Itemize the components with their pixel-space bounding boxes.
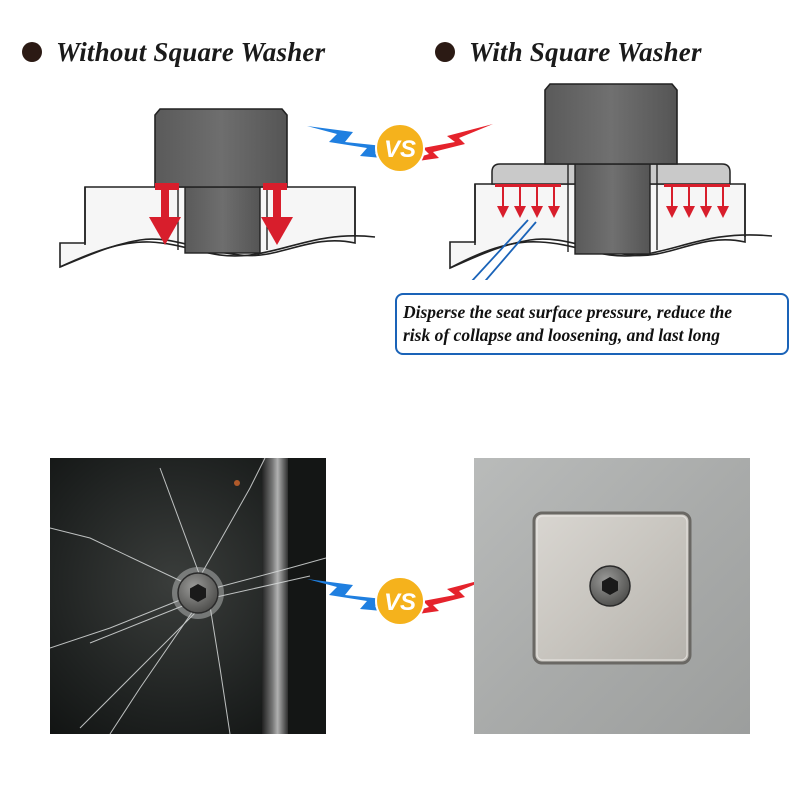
callout-pointer — [471, 219, 537, 280]
callout-box: Disperse the seat surface pressure, redu… — [395, 293, 789, 355]
bullet-dot-icon — [435, 42, 455, 62]
down-arrow-icon — [495, 184, 561, 218]
diagram-with-washer — [449, 83, 773, 280]
diagram-without-washer — [59, 108, 376, 269]
callout-line-2: risk of collapse and loosening, and last… — [403, 325, 720, 345]
down-arrow-icon — [664, 184, 730, 218]
hex-socket-icon — [602, 577, 618, 595]
lightning-bolt-icon — [397, 124, 493, 164]
bolt-head — [544, 83, 678, 165]
vs-badge-bottom: VS — [307, 576, 493, 626]
heading-without-washer: Without Square Washer — [22, 34, 325, 70]
photo-cracked-glass — [50, 458, 326, 734]
lightning-bolt-icon — [397, 577, 493, 617]
heading-text: Without Square Washer — [56, 36, 326, 67]
heading-text: With Square Washer — [469, 36, 702, 67]
vs-badge-top: VS — [307, 123, 493, 173]
bolt-shaft — [184, 186, 261, 254]
vs-label: VS — [384, 589, 416, 616]
vs-label: VS — [384, 136, 416, 163]
bolt-shaft — [574, 163, 651, 255]
glass-cracks — [50, 458, 326, 734]
vs-badge-icon — [375, 123, 425, 173]
bullet-dot-icon — [22, 42, 42, 62]
vs-badge-icon — [375, 576, 425, 626]
down-arrow-icon — [261, 183, 293, 245]
hex-socket-icon — [190, 584, 206, 602]
callout-line-1: Disperse the seat surface pressure, redu… — [403, 302, 733, 322]
down-arrow-icon — [149, 183, 181, 245]
photo-square-washer — [474, 458, 750, 734]
bolt-head — [154, 108, 288, 188]
heading-with-washer: With Square Washer — [435, 34, 702, 70]
